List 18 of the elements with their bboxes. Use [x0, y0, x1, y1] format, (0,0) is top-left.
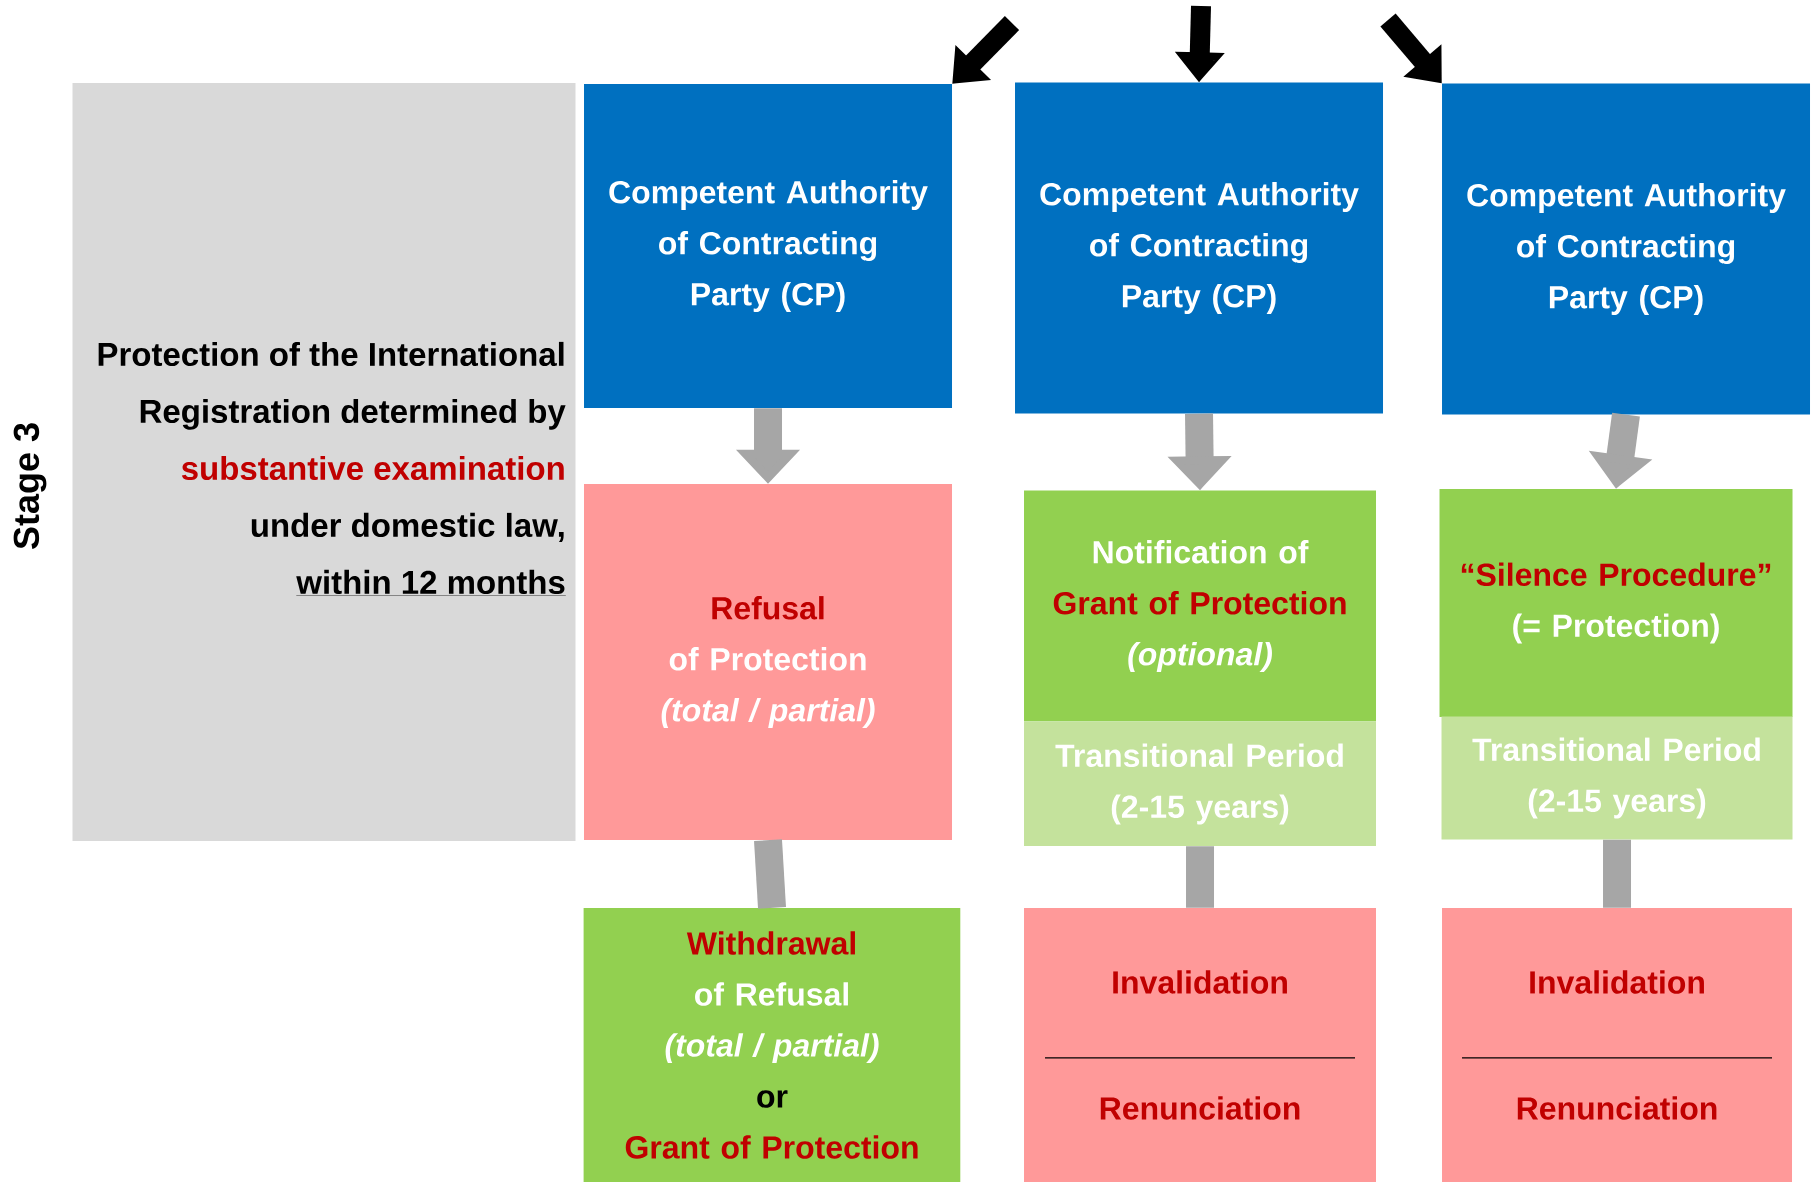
node-label: substantive examination	[181, 455, 564, 481]
silence-procedure-box: “Silence Procedure” (= Protection)	[1439, 489, 1793, 717]
node-label: under domestic law,	[251, 512, 564, 542]
text-panel	[72, 83, 576, 841]
description-text: Protection of the International Registration determined by substantive examination under domestic law, within 12 months	[98, 341, 566, 596]
refusal-box: Refusal of Protection (total / partial)	[584, 484, 952, 840]
transitional-period-box: Transitional Period (2-15 years)	[1441, 716, 1793, 840]
node-label: within 12 months	[296, 569, 565, 595]
node-label: Protection of the International Registration determined by	[98, 341, 566, 430]
arrow	[952, 16, 1020, 84]
authority-box: Competent Authority of Contracting Party (CP)	[1442, 83, 1810, 415]
notification-box: Notification of Grant of Protection (optional)	[1024, 490, 1376, 722]
withdrawal-box: Withdrawal of Refusal (total / partial) or Grant of Protection	[583, 908, 961, 1182]
transitional-period-box: Transitional Period (2-15 years)	[1024, 722, 1376, 846]
authority-box: Competent Authority of Contracting Party (CP)	[584, 84, 952, 408]
invalidation-box: Invalidation Renunciation	[1024, 908, 1376, 1182]
authority-box: Competent Authority of Contracting Party (CP)	[1015, 82, 1383, 414]
invalidation-box: Invalidation Renunciation	[1442, 908, 1792, 1182]
